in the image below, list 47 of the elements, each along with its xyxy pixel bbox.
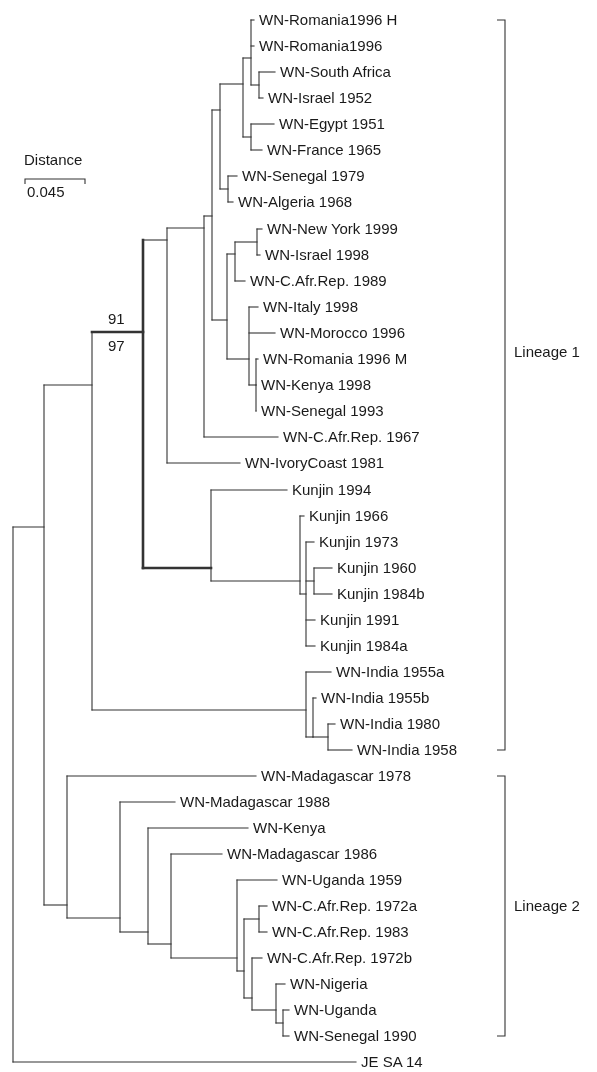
taxon-label: Kunjin 1991: [320, 611, 400, 629]
taxon-label: WN-Madagascar 1988: [180, 793, 331, 811]
taxon-label: WN-India 1955b: [321, 689, 430, 707]
taxon-label: Kunjin 1994: [292, 481, 372, 499]
taxon-label: WN-Uganda: [294, 1001, 377, 1019]
taxon-label: WN-C.Afr.Rep. 1972b: [267, 949, 413, 967]
taxon-label: WN-Senegal 1990: [294, 1027, 417, 1045]
taxon-label: WN-Romania1996: [259, 37, 383, 55]
taxon-label: WN-Algeria 1968: [238, 193, 353, 211]
taxon-label: Kunjin 1984a: [320, 637, 408, 655]
taxon-label: WN-C.Afr.Rep. 1983: [272, 923, 409, 941]
taxon-label: WN-New York 1999: [267, 220, 398, 238]
lineage-label: Lineage 1: [514, 343, 580, 361]
taxon-label: Kunjin 1960: [337, 559, 417, 577]
taxon-label: WN-Israel 1998: [265, 246, 370, 264]
taxon-label: WN-C.Afr.Rep. 1967: [283, 428, 420, 446]
taxon-label: Kunjin 1973: [319, 533, 399, 551]
taxon-label: WN-Israel 1952: [268, 89, 373, 107]
taxon-label: WN-India 1955a: [336, 663, 445, 681]
taxon-label: WN-Madagascar 1986: [227, 845, 378, 863]
taxon-label: WN-Morocco 1996: [280, 324, 406, 342]
taxon-label: WN-Egypt 1951: [279, 115, 385, 133]
taxon-label: WN-C.Afr.Rep. 1972a: [272, 897, 418, 915]
taxon-label: WN-Madagascar 1978: [261, 767, 412, 785]
lineage-label: Lineage 2: [514, 897, 580, 915]
taxon-label: WN-Romania 1996 M: [263, 350, 408, 368]
taxon-label: Kunjin 1966: [309, 507, 389, 525]
scale-value: 0.045: [27, 183, 65, 201]
taxon-label: WN-Kenya 1998: [261, 376, 372, 394]
taxon-label: WN-Italy 1998: [263, 298, 359, 316]
taxon-label: WN-India 1980: [340, 715, 441, 733]
bootstrap-value: 91: [108, 310, 125, 328]
taxon-label: WN-Senegal 1979: [242, 167, 365, 185]
taxon-label: WN-Uganda 1959: [282, 871, 403, 889]
taxon-label: WN-India 1958: [357, 741, 458, 759]
taxon-label: WN-Senegal 1993: [261, 402, 384, 420]
bootstrap-value: 97: [108, 337, 125, 355]
taxon-label: WN-Nigeria: [290, 975, 368, 993]
taxon-label: JE SA 14: [361, 1053, 423, 1071]
taxon-label: WN-Romania1996 H: [259, 11, 398, 29]
taxon-label: WN-South Africa: [280, 63, 391, 81]
taxon-label: WN-France 1965: [267, 141, 382, 159]
taxon-label: WN-C.Afr.Rep. 1989: [250, 272, 387, 290]
taxon-label: WN-IvoryCoast 1981: [245, 454, 385, 472]
taxon-label: WN-Kenya: [253, 819, 326, 837]
taxon-label: Kunjin 1984b: [337, 585, 425, 603]
scale-label: Distance: [24, 151, 83, 169]
